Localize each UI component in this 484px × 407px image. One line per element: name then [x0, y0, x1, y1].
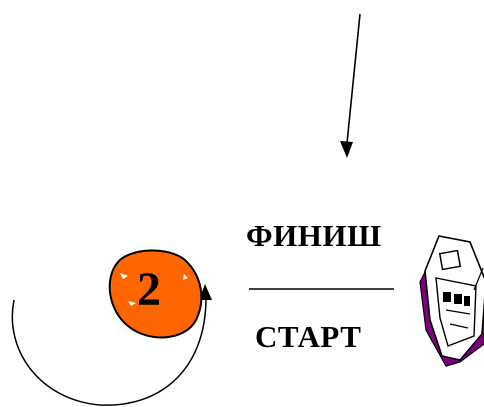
boat-icon — [419, 235, 484, 367]
finish-label: ФИНИШ — [246, 218, 382, 253]
start-label: СТАРТ — [255, 319, 362, 354]
buoy-icon — [108, 249, 203, 339]
buoy-number: 2 — [137, 263, 161, 316]
arrow-down-icon — [340, 13, 361, 158]
